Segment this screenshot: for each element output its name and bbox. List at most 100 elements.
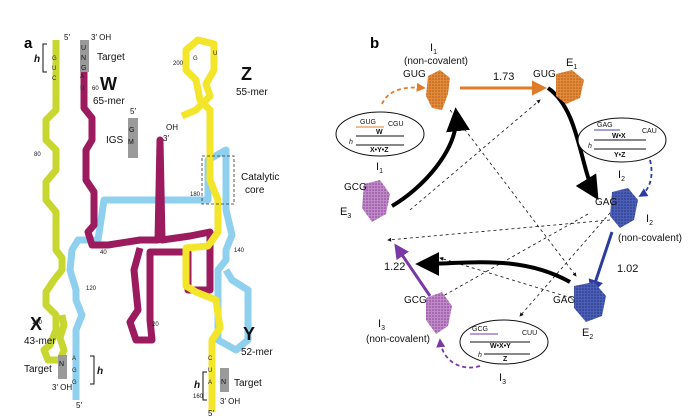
svg-text:U: U — [213, 51, 217, 57]
svg-text:G: G — [193, 56, 198, 62]
dashed-arrow-blue — [638, 159, 653, 197]
three-oh-bottom-right: 3′ OH — [220, 397, 240, 406]
strand-w-letter: W — [100, 74, 117, 94]
svg-text:Y•Z: Y•Z — [614, 152, 626, 159]
svg-text:CAU: CAU — [642, 128, 657, 135]
state-e3-codon: GCG — [344, 182, 367, 193]
state-i2-name: I2 — [646, 213, 653, 227]
state-e1-name: E1 — [566, 57, 577, 71]
catalytic-core-label-1: Catalytic — [241, 172, 279, 183]
state-e2-name: E2 — [582, 327, 593, 341]
svg-text:GCG: GCG — [472, 326, 488, 333]
svg-text:N: N — [81, 55, 86, 62]
target-label-bottom-left: Target — [24, 364, 52, 375]
residue-number-80: 80 — [34, 152, 41, 158]
strand-z-backbone — [180, 36, 224, 412]
svg-text:U: U — [208, 368, 212, 374]
svg-text:I3: I3 — [499, 372, 506, 386]
five-prime-igs: 5′ — [130, 107, 136, 116]
panel-b: b 1.73 1.02 1.22 I1 — [335, 35, 682, 386]
strand-y-length: 52-mer — [241, 347, 273, 358]
state-i3-name: I3 — [378, 318, 385, 332]
target-label-top: Target — [97, 52, 125, 63]
state-e3-name: E3 — [340, 206, 351, 220]
igs-box — [128, 118, 138, 158]
three-oh-top: 3′ OH — [91, 33, 111, 42]
svg-text:CUU: CUU — [522, 330, 537, 337]
state-e1-codon: GUG — [533, 69, 556, 80]
svg-text:U: U — [80, 86, 84, 92]
strand-x-backbone — [40, 40, 68, 364]
svg-text:GUG: GUG — [360, 119, 376, 126]
target-box-bottom-right — [220, 368, 229, 392]
inset-i2: GAG CAU W•X h Y•Z I2 — [577, 117, 667, 183]
state-i2-note: (non-covalent) — [618, 233, 682, 244]
svg-text:I2: I2 — [618, 169, 625, 183]
strand-z-letter: Z — [241, 64, 252, 84]
dashed-arrow-orange — [381, 82, 426, 105]
svg-text:GAG: GAG — [597, 122, 613, 129]
svg-text:G: G — [52, 56, 57, 62]
inset-i3: GCG CUU W•X•Y h Z I3 — [459, 319, 549, 386]
three-label: 3′ — [163, 134, 169, 143]
strand-x-letter: X — [30, 314, 42, 334]
svg-text:N: N — [221, 379, 226, 386]
five-prime-bottom-y: 5′ — [76, 401, 82, 410]
residue-number-180: 180 — [190, 192, 201, 198]
svg-text:X•Y•Z: X•Y•Z — [370, 147, 389, 154]
molecule-e2 — [574, 282, 606, 322]
svg-text:G: G — [81, 65, 86, 72]
svg-text:A: A — [80, 74, 84, 80]
svg-text:G: G — [72, 368, 77, 374]
strand-w-length: 65-mer — [93, 96, 125, 107]
catalytic-core-label-2: core — [245, 185, 265, 196]
rate-label-2: 1.02 — [617, 263, 638, 275]
svg-text:A: A — [208, 380, 212, 386]
residue-number-160: 160 — [193, 394, 204, 400]
strand-w-backbone — [80, 46, 214, 344]
svg-text:h: h — [588, 143, 592, 150]
residue-number-100: 100 — [32, 320, 43, 326]
svg-text:U: U — [52, 66, 56, 72]
molecule-e3 — [362, 180, 390, 222]
svg-text:C: C — [52, 76, 57, 82]
svg-text:Z: Z — [503, 356, 508, 363]
h-label-bottom-right: h — [194, 380, 200, 391]
h-bracket-bottom-left — [90, 355, 95, 385]
h-bracket-bottom-right — [202, 371, 207, 401]
state-i2-codon: GAG — [595, 197, 617, 208]
strand-y-letter: Y — [243, 324, 255, 344]
five-prime-top-left: 5′ — [64, 33, 70, 42]
svg-text:U: U — [81, 45, 86, 52]
svg-text:h: h — [349, 139, 353, 146]
strand-z-length: 55-mer — [236, 87, 268, 98]
molecule-i1 — [426, 70, 450, 110]
residue-number-200: 200 — [173, 61, 184, 67]
svg-text:I1: I1 — [376, 161, 383, 175]
rate-label-3: 1.22 — [384, 261, 405, 273]
residue-number-120: 120 — [86, 286, 97, 292]
molecule-i3 — [426, 292, 452, 334]
residue-number-140: 140 — [234, 248, 245, 254]
arrow-i3-to-e3 — [394, 243, 432, 297]
svg-text:G: G — [72, 380, 77, 386]
state-i1-name: I1 — [430, 42, 437, 56]
residue-number-20: 20 — [152, 322, 159, 328]
state-i1-note: (non-covalent) — [404, 56, 468, 67]
rate-label-1: 1.73 — [493, 71, 514, 83]
h-bracket-top — [42, 43, 47, 73]
inset-i1: GUG CGU W h X•Y•Z I1 — [335, 111, 425, 175]
arrow-e2-to-i3 — [415, 251, 571, 284]
dashed-arrow-purple — [436, 338, 481, 369]
state-i1-codon: GUG — [403, 69, 426, 80]
state-e2-codon: GAG — [553, 295, 575, 306]
svg-text:N: N — [59, 361, 64, 368]
state-i3-note: (non-covalent) — [366, 334, 430, 345]
svg-text:A: A — [72, 356, 76, 362]
three-oh-bottom-left: 3′ OH — [52, 383, 72, 392]
residue-number-40: 40 — [100, 250, 107, 256]
molecule-i2 — [610, 188, 638, 228]
svg-text:CGU: CGU — [388, 121, 404, 128]
panel-a: a GUC CAU AGG CUA GU U N G N N G M h — [24, 33, 279, 418]
